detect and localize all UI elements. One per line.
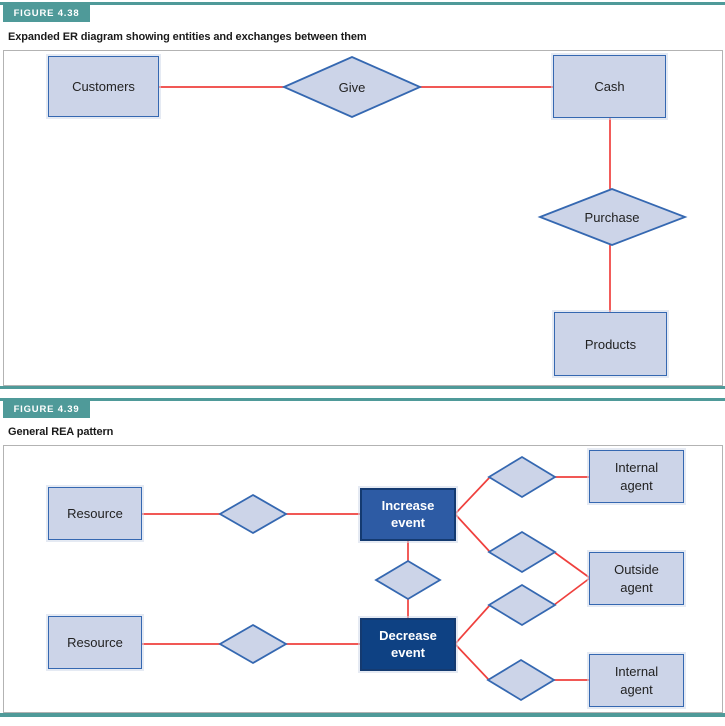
resource-top-relationship-diamond: [218, 493, 288, 535]
entity-cash: Cash: [553, 55, 666, 118]
figure-439-label: FIGURE 4.39: [3, 401, 90, 418]
connector-decrease-d4: [454, 643, 490, 681]
internal-agent-bottom-label: Internal agent: [614, 663, 659, 697]
give-relationship-diamond: [281, 56, 423, 118]
connector-d2-outside-agent: [553, 551, 591, 579]
increase-outside-agent-diamond: [487, 530, 557, 574]
entity-products: Products: [554, 312, 667, 376]
outside-agent-label: Outside agent: [614, 561, 659, 595]
figure-438-top-rule: [0, 2, 725, 5]
give-relationship-label: Give: [338, 80, 366, 95]
connector-increase-d1: [454, 476, 491, 515]
entity-increase-event: Increase event: [360, 488, 456, 541]
figure-439-top-rule: [0, 398, 725, 401]
decrease-internal-agent-diamond: [486, 658, 556, 702]
increase-event-label: Increase event: [381, 497, 435, 530]
connector-d3-outside-agent: [553, 577, 591, 606]
purchase-relationship-diamond: [537, 188, 688, 246]
entity-internal-agent-bottom: Internal agent: [589, 654, 684, 707]
entity-internal-agent-top: Internal agent: [589, 450, 684, 503]
entity-decrease-event: Decrease event: [360, 618, 456, 671]
entity-resource-top: Resource: [48, 487, 142, 540]
figure-438-caption: Expanded ER diagram showing entities and…: [8, 31, 367, 43]
figure-438-connectors: [159, 86, 611, 313]
figure-439-bottom-rule: [0, 713, 725, 717]
connector-decrease-d3: [454, 604, 491, 645]
figure-439-connectors: [142, 476, 591, 681]
figure-438-bottom-rule: [0, 386, 725, 389]
resource-bottom-relationship-diamond: [218, 623, 288, 665]
entity-resource-bottom: Resource: [48, 616, 142, 669]
decrease-event-label: Decrease event: [379, 627, 437, 660]
figure-439-content-frame: [3, 445, 723, 713]
entity-customers: Customers: [48, 56, 159, 117]
increase-decrease-relationship-diamond: [374, 559, 442, 601]
increase-internal-agent-diamond: [487, 455, 557, 499]
entity-outside-agent: Outside agent: [589, 552, 684, 605]
decrease-outside-agent-diamond: [487, 583, 557, 627]
figure-439-caption: General REA pattern: [8, 426, 114, 438]
purchase-relationship-label: Purchase: [584, 210, 640, 225]
figure-438-content-frame: [3, 50, 723, 386]
figure-438-label: FIGURE 4.38: [3, 5, 90, 22]
connector-increase-d2: [454, 513, 491, 553]
internal-agent-top-label: Internal agent: [614, 459, 659, 493]
